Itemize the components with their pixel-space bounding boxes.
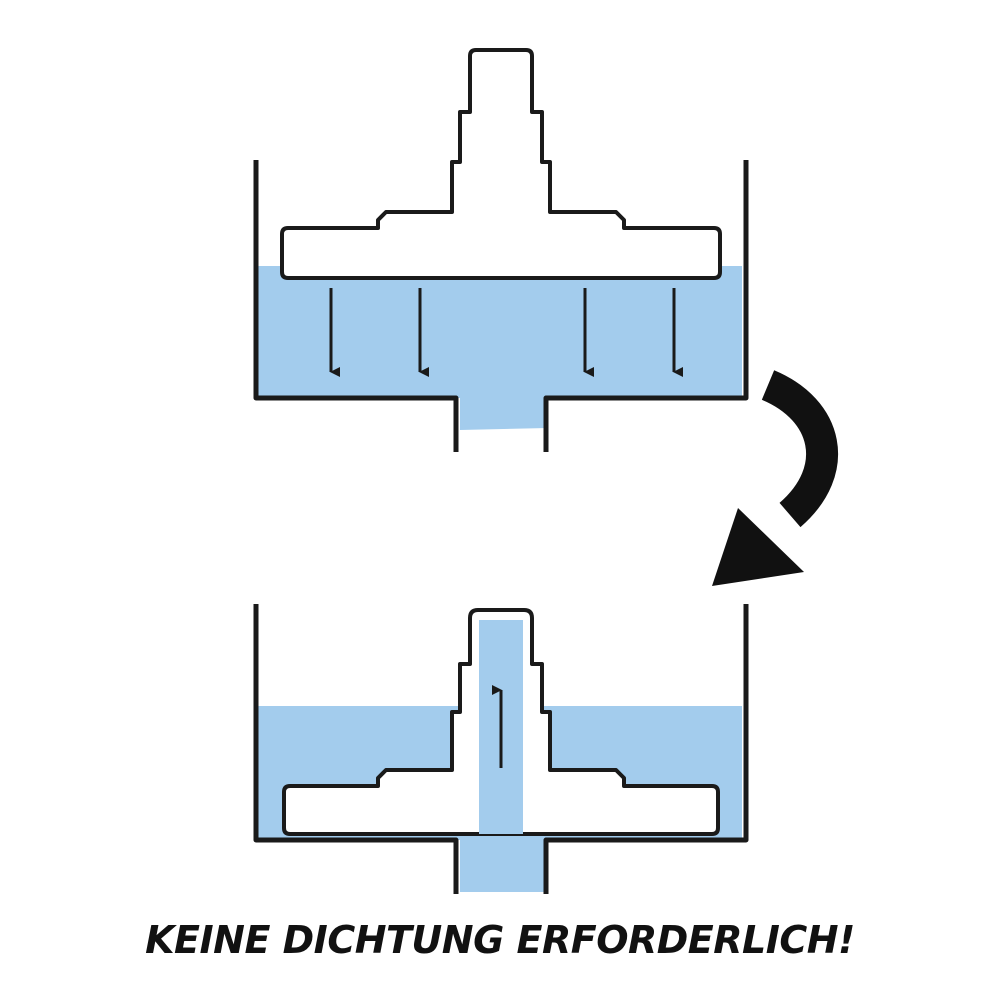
caption: KEINE DICHTUNG ERFORDERLICH!: [145, 918, 855, 962]
top-container: [253, 160, 749, 452]
curved-arrow-icon: [712, 370, 839, 586]
bottom-container: [253, 604, 749, 894]
bottom-stage: [253, 604, 749, 894]
top-stage: [253, 48, 749, 452]
top-suction-cup: [280, 48, 722, 280]
top-water: [258, 266, 742, 430]
